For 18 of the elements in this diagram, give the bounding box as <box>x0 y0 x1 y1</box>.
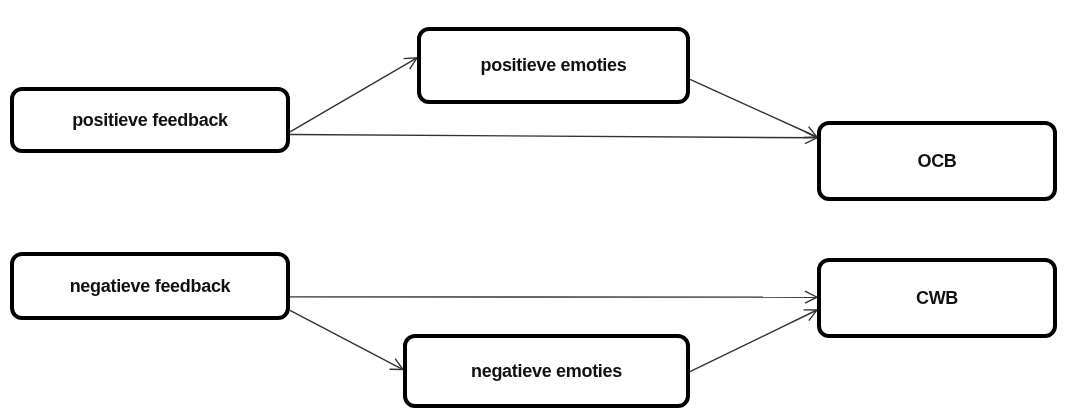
arrow <box>689 78 818 139</box>
arrow <box>289 131 818 145</box>
node-label: negatieve emoties <box>471 360 622 382</box>
process-box <box>403 334 690 408</box>
arrow <box>289 309 404 371</box>
arrow <box>289 57 418 133</box>
process-box <box>417 27 690 104</box>
process-box <box>10 252 290 320</box>
node-label: positieve emoties <box>480 55 627 76</box>
node-label: negatieve feedback <box>69 275 231 297</box>
process-box <box>10 87 290 153</box>
node-label: CWB <box>915 287 959 309</box>
node-label: positieve feedback <box>72 109 228 131</box>
arrow <box>289 290 818 304</box>
process-box <box>817 121 1057 201</box>
process-box <box>817 258 1057 338</box>
arrow <box>689 309 818 373</box>
node-label: OCB <box>917 150 957 172</box>
